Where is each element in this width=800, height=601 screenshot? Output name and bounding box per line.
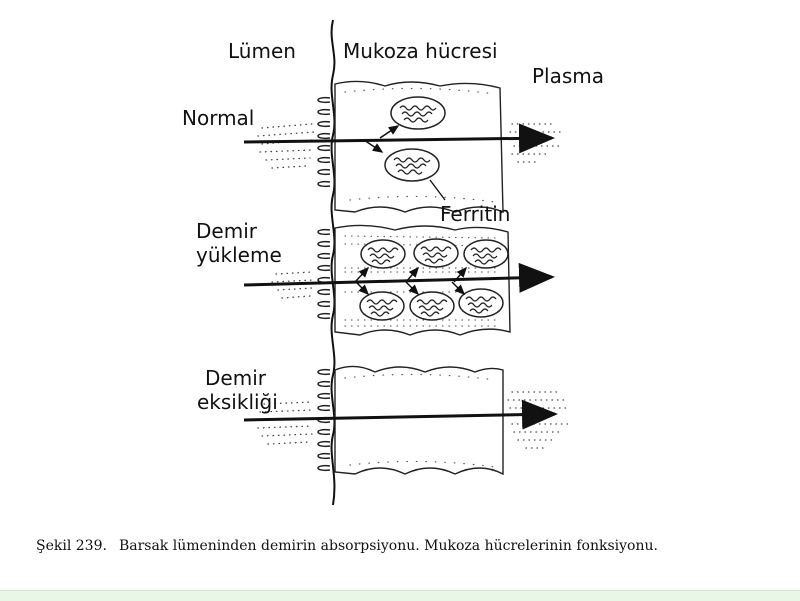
small-arrow (354, 266, 370, 283)
ferritin-body (384, 148, 440, 182)
label-iron-deficiency-2: eksikliği (197, 390, 278, 414)
label-mucosa-cell: Mukoza hücresi (343, 39, 498, 63)
stipple-lumen-normal (257, 123, 315, 169)
stipple-lumen-deficiency (257, 401, 315, 445)
cell-iron-deficiency-outline (334, 365, 504, 476)
ferritin-texture (470, 247, 502, 265)
cell-normal-outline (334, 80, 504, 214)
ferritin-body (359, 291, 405, 321)
small-arrow (451, 281, 466, 296)
ferritin-texture (399, 105, 437, 123)
ferritin-texture (366, 299, 398, 317)
figure-number: Şekil 239. (36, 538, 107, 554)
ferritin-body (413, 238, 459, 268)
small-arrow (405, 281, 420, 296)
microvilli-iron-loading (317, 228, 331, 320)
ferritin-texture (420, 246, 452, 264)
label-plasma: Plasma (532, 64, 604, 88)
microvilli-normal (317, 96, 331, 188)
label-iron-deficiency-1: Demir (205, 366, 267, 390)
cell-normal (317, 80, 504, 214)
stipple-cell-edge (344, 373, 496, 468)
figure-caption: Şekil 239. Barsak lümeninden demirin abso… (36, 536, 766, 556)
label-iron-loading-1: Demir (196, 219, 258, 243)
bottom-strip (0, 590, 800, 601)
iron-absorption-diagram: Lümen Mukoza hücresi Plasma Normal Ferri… (182, 19, 604, 506)
ferritin-body (409, 291, 455, 321)
label-iron-loading-2: yükleme (196, 243, 282, 267)
ferritin-texture (465, 296, 497, 314)
ferritin-pointer (429, 179, 446, 201)
main-arrow-iron-deficiency (243, 399, 558, 430)
cell-iron-loading-outline (334, 224, 511, 336)
label-ferritin: Ferritin (440, 202, 510, 226)
small-arrow (379, 125, 400, 139)
ferritin-body (463, 239, 509, 269)
ferritin-texture (416, 299, 448, 317)
ferritin-body (458, 288, 504, 318)
ferritin-body (390, 96, 446, 130)
ferritin-texture (367, 247, 399, 265)
stipple-plasma-deficiency (507, 391, 571, 449)
ferritin-body (360, 239, 406, 269)
label-normal: Normal (182, 106, 254, 130)
small-arrow (363, 139, 384, 153)
stipple-cell-edge (344, 87, 496, 203)
cell-iron-loading (317, 224, 511, 336)
cell-iron-deficiency (317, 365, 504, 476)
caption-text: Barsak lümeninden demirin absorpsiyonu. … (118, 538, 658, 554)
small-arrow (355, 281, 370, 296)
main-arrow-normal (243, 123, 555, 154)
stipple-plasma-normal (509, 123, 563, 163)
main-arrow-iron-loading (243, 262, 555, 293)
ferritin-texture (393, 157, 431, 175)
membrane-line (330, 19, 336, 506)
label-lumen: Lümen (228, 39, 296, 63)
